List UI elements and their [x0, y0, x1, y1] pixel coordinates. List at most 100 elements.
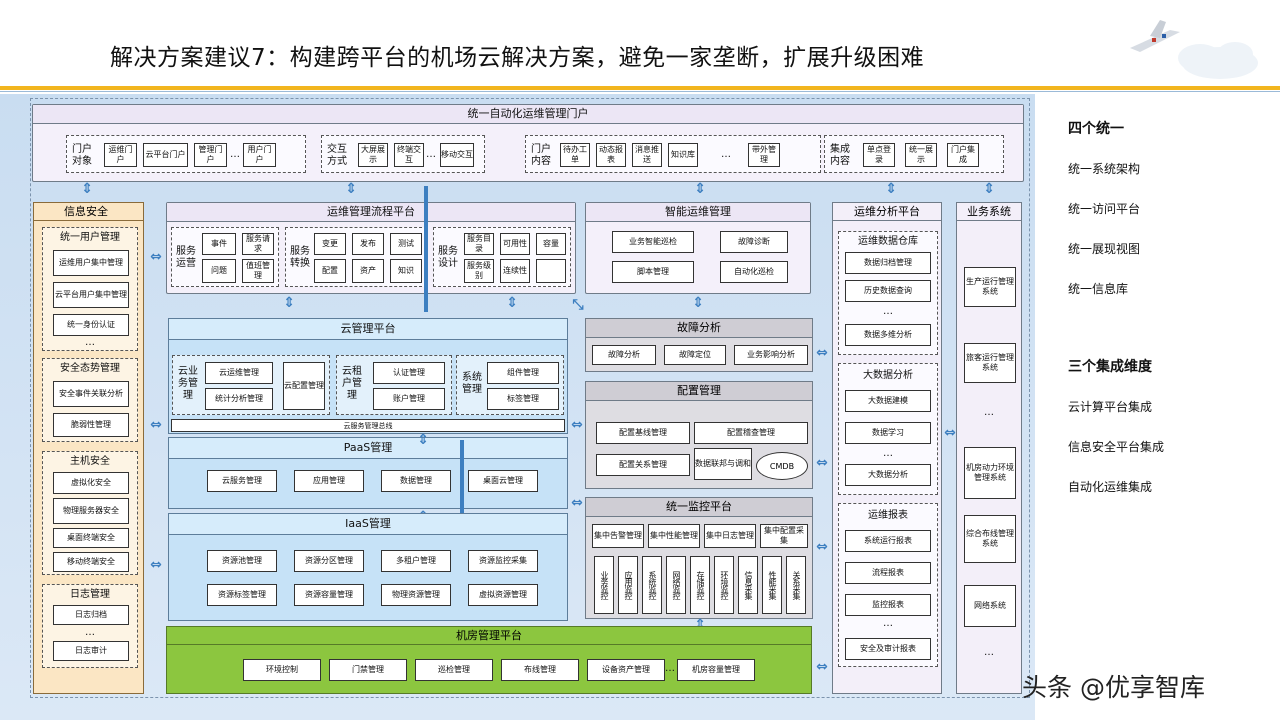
arrow-horizontal: ⇔	[816, 345, 828, 361]
info-security-title: 信息安全	[34, 203, 143, 221]
analysis-ellipsis: …	[883, 618, 893, 629]
integration-item: 自动化运维集成	[1068, 480, 1153, 494]
security-item: 移动终端安全	[53, 552, 129, 572]
arrow-horizontal: ⇔	[571, 417, 583, 433]
monitor-top-item: 集中性能管理	[648, 524, 700, 548]
monitor-column: 应用监控	[618, 556, 638, 614]
monitor-column: 关系采集	[786, 556, 806, 614]
fault-item: 故障定位	[664, 345, 726, 365]
config-item: 数据联邦与调和	[694, 448, 752, 480]
integration-item: 云计算平台集成	[1068, 400, 1153, 414]
cloud-business-label: 云业务管理	[178, 366, 198, 401]
four-unified-item: 统一系统架构	[1068, 162, 1141, 176]
info-security-panel: 信息安全 统一用户管理 运维用户集中管理 云平台用户集中管理 统一身份认证 … …	[33, 202, 144, 694]
fault-item: 故障分析	[592, 345, 656, 365]
iaas-item: 资源分区管理	[294, 550, 364, 572]
cloud-item: 认证管理	[373, 362, 445, 384]
business-system-item: 机房动力环境管理系统	[964, 447, 1016, 499]
machine-room-title: 机房管理平台	[167, 627, 811, 645]
portal-group-interaction: 交互方式 大屏展示 终端交互 … 移动交互	[321, 135, 485, 173]
ops-item: 问题	[202, 259, 236, 283]
security-posture-title: 安全态势管理	[60, 363, 120, 374]
security-item: 虚拟化安全	[53, 472, 129, 494]
room-item: 布线管理	[501, 659, 579, 681]
portal-interaction-item: 终端交互	[394, 143, 424, 167]
cloud-mgmt-title: 云管理平台	[169, 319, 567, 340]
ops-data-warehouse: 运维数据仓库 数据归档管理 历史数据查询 … 数据多维分析	[838, 231, 938, 355]
arrow-horizontal: ⇔	[816, 539, 828, 555]
arrow-vertical: ⇕	[694, 617, 706, 633]
security-ellipsis: …	[85, 337, 95, 348]
cloud-business-group: 云业务管理 云运维管理 统计分析管理 云配置管理	[172, 355, 330, 415]
config-item: 配置关系管理	[596, 454, 690, 476]
iaas-item: 资源容量管理	[294, 584, 364, 606]
security-item: 桌面终端安全	[53, 528, 129, 548]
four-unified-item: 统一信息库	[1068, 282, 1129, 296]
analysis-item: 大数据分析	[845, 464, 931, 486]
security-item: 脆弱性管理	[53, 413, 129, 437]
config-mgmt-title: 配置管理	[586, 382, 812, 401]
monitor-column: 系统监控	[642, 556, 662, 614]
portal-object-item: 管理门户	[194, 143, 227, 167]
security-posture-mgmt: 安全态势管理 安全事件关联分析 脆弱性管理	[42, 358, 138, 442]
cloud-item: 云配置管理	[283, 362, 325, 410]
fault-analysis: 故障分析 故障分析 故障定位 业务影响分析	[585, 318, 813, 372]
monitor-column: 信息采集	[738, 556, 758, 614]
portal-interaction-item: 移动交互	[440, 143, 474, 167]
room-item: 巡检管理	[415, 659, 493, 681]
ops-analysis-title: 运维分析平台	[833, 203, 941, 221]
ops-item: 可用性	[500, 233, 530, 255]
room-item: 机房容量管理	[677, 659, 755, 681]
business-system-item: 生产运行管理系统	[964, 267, 1016, 307]
ops-item: 值班管理	[242, 259, 274, 283]
portal-interaction-item: 大屏展示	[358, 143, 388, 167]
room-item: 环境控制	[243, 659, 321, 681]
ops-item: 事件	[202, 233, 236, 255]
fault-analysis-title: 故障分析	[586, 319, 812, 338]
portal-content-item: 动态报表	[596, 143, 626, 167]
analysis-item: 数据多维分析	[845, 324, 931, 346]
portal-integration-item: 统一展示	[905, 143, 937, 167]
portal-group-objects-label: 门户对象	[72, 144, 92, 167]
connector-line	[424, 186, 428, 312]
watermark-text: 头条 @优享智库	[1022, 673, 1205, 702]
ops-analysis-platform: 运维分析平台 运维数据仓库 数据归档管理 历史数据查询 … 数据多维分析 大数据…	[832, 202, 942, 694]
title-rule-thin	[0, 91, 1280, 92]
arrow-vertical: ⇕	[345, 181, 357, 197]
arrow-vertical: ⇕	[417, 432, 429, 448]
iaas-item: 资源监控采集	[468, 550, 538, 572]
service-transition-group: 服务转换 变更 发布 测试 配置 资产 知识	[285, 227, 427, 287]
service-design-label: 服务设计	[438, 246, 458, 269]
iaas-item: 多租户管理	[381, 550, 451, 572]
portal-content-ellipsis: …	[721, 149, 731, 160]
portal-content-item: 带外管理	[748, 143, 780, 167]
service-design-group: 服务设计 服务目录 可用性 容量 服务级别 连续性	[433, 227, 571, 287]
security-item: 日志审计	[53, 641, 129, 661]
arrow-vertical: ⇕	[506, 295, 518, 311]
cloud-item: 标签管理	[487, 388, 559, 410]
portal-interaction-ellipsis: …	[426, 149, 436, 160]
arrow-vertical: ⇕	[81, 181, 93, 197]
unified-monitor-platform: 统一监控平台 集中告警管理 集中性能管理 集中日志管理 集中配置采集 业务监控 …	[585, 497, 813, 619]
arrow-horizontal: ⇔	[150, 557, 162, 573]
business-system-item: 综合布线管理系统	[964, 515, 1016, 563]
analysis-item: 数据学习	[845, 422, 931, 444]
arrow-diagonal: ⤡	[572, 297, 584, 313]
portal-group-objects: 门户对象 运维门户 云平台门户 管理门户 … 用户门户	[66, 135, 306, 173]
machine-room-platform: 机房管理平台 环境控制 门禁管理 巡检管理 布线管理 设备资产管理 … 机房容量…	[166, 626, 812, 694]
cloud-tenant-group: 云租户管理 认证管理 账户管理	[336, 355, 452, 415]
monitor-title: 统一监控平台	[586, 498, 812, 517]
monitor-column: 环境监控	[714, 556, 734, 614]
analysis-item: 大数据建模	[845, 390, 931, 412]
ops-item: 服务请求	[242, 233, 274, 255]
security-item: 安全事件关联分析	[53, 381, 129, 407]
ops-data-warehouse-title: 运维数据仓库	[858, 236, 918, 247]
cloud-system-label: 系统管理	[462, 372, 482, 395]
business-systems-title: 业务系统	[957, 203, 1021, 221]
security-item: 日志归档	[53, 605, 129, 625]
portal-group-content: 门户内容 待办工单 动态报表 消息推送 知识库 … 带外管理	[525, 135, 821, 173]
fault-item: 业务影响分析	[734, 345, 808, 365]
paas-item: 云服务管理	[207, 470, 277, 492]
ops-item: 配置	[314, 259, 346, 283]
paas-item: 桌面云管理	[468, 470, 538, 492]
